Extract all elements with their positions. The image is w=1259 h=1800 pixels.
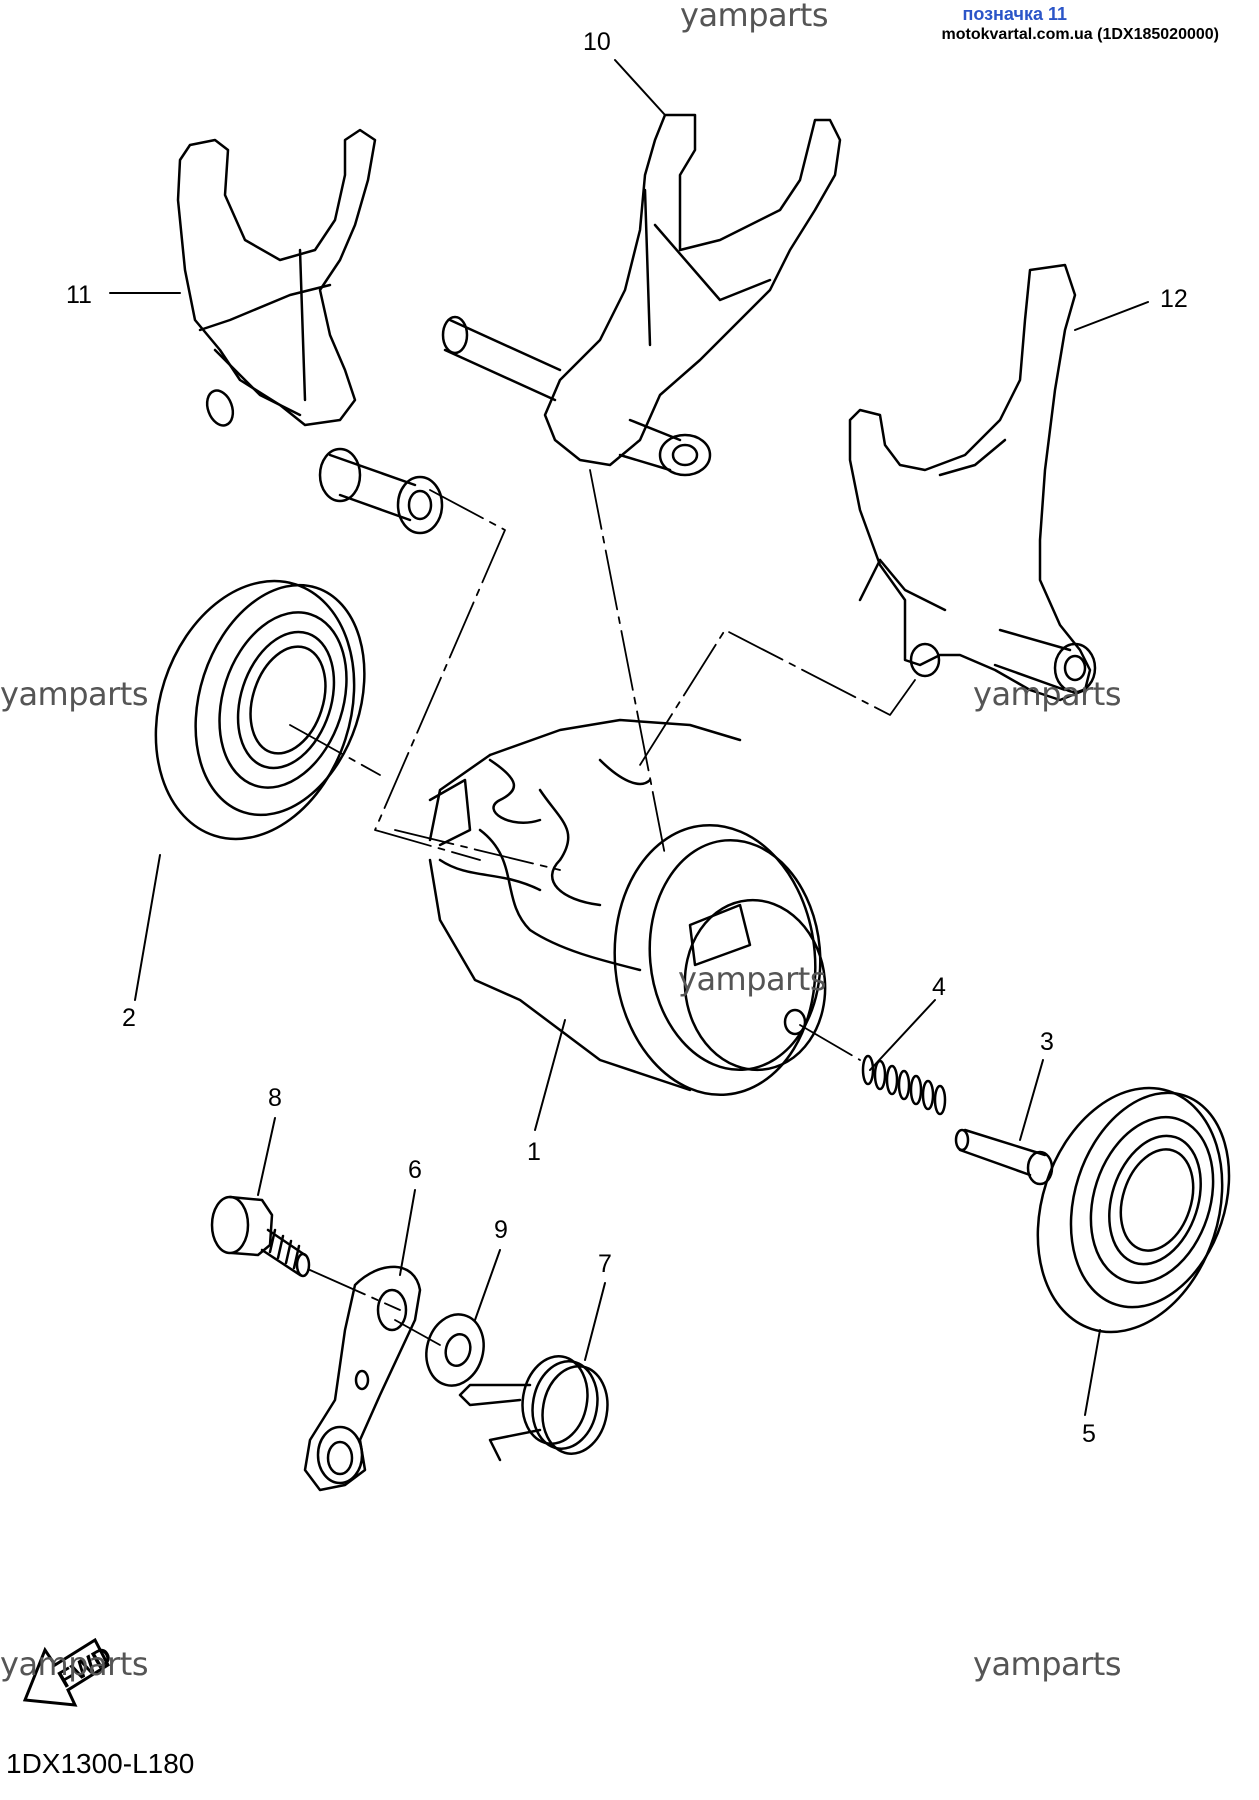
watermark-center: yamparts: [678, 960, 827, 998]
shift-fork-12: [848, 263, 1097, 702]
part-label-11: 11: [66, 281, 92, 309]
watermark-bottom-right: yamparts: [973, 1645, 1122, 1683]
header-source: motokvartal.com.ua (1DX185020000): [941, 26, 1219, 43]
washer-9: [425, 1313, 485, 1387]
part-label-6: 6: [408, 1156, 422, 1184]
watermark-right: yamparts: [973, 675, 1122, 713]
watermark-top: yamparts: [680, 0, 829, 34]
header-title: позначка 11: [962, 4, 1067, 24]
part-labels: 10 11 12 2 1 4 3 5 8 6 9 7: [66, 28, 1188, 1448]
pin-3: [954, 1128, 1054, 1186]
bearing-2: [154, 579, 366, 841]
leader-lines: [109, 59, 1149, 1416]
bolt-8: [210, 1195, 311, 1278]
part-label-12: 12: [1160, 285, 1188, 313]
part-label-8: 8: [268, 1084, 282, 1112]
part-label-10: 10: [583, 28, 611, 56]
assembly-lines: [289, 469, 916, 1346]
bearing-5: [1036, 1086, 1231, 1334]
part-label-4: 4: [932, 973, 946, 1001]
part-label-7: 7: [598, 1250, 612, 1278]
shift-fork-10: [441, 113, 842, 477]
watermark-bottom-left: yamparts: [0, 1645, 149, 1683]
lever-6: [303, 1265, 422, 1492]
shift-drum-1: [428, 718, 827, 1097]
torsion-spring-7: [458, 1355, 609, 1462]
diagram-code: 1DX1300-L180: [6, 1748, 195, 1779]
part-label-3: 3: [1040, 1028, 1054, 1056]
part-label-9: 9: [494, 1216, 508, 1244]
watermark-left: yamparts: [0, 675, 149, 713]
shift-fork-11: [176, 128, 444, 535]
spring-4: [861, 1054, 947, 1116]
part-label-1: 1: [527, 1138, 541, 1166]
part-label-5: 5: [1082, 1420, 1096, 1448]
part-label-2: 2: [122, 1004, 136, 1032]
